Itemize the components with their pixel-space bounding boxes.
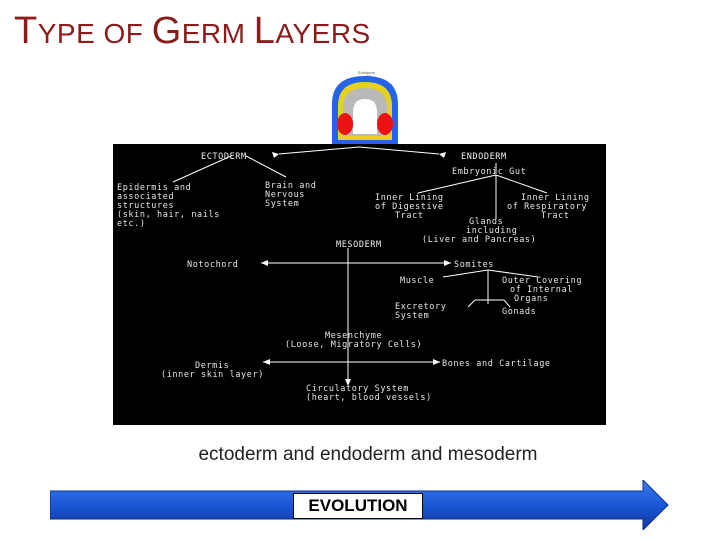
circulatory-line: Circulatory System: [306, 384, 409, 394]
title-part-ype-of: YPE OF: [37, 18, 152, 49]
glands-line: (Liver and Pancreas): [422, 235, 536, 245]
glands-line: Glands: [469, 217, 503, 227]
flowchart-svg: ECTODERM ENDODERM Embryonic Gut Epidermi…: [117, 146, 590, 403]
ectoderm-node: ECTODERM: [201, 152, 247, 162]
left-somite-shape: [337, 113, 353, 135]
glands-node: Glands including (Liver and Pancreas): [422, 217, 536, 245]
epidermis-node: Epidermis and associated structures (ski…: [117, 183, 220, 229]
mesenchyme-line: Mesenchyme: [325, 331, 382, 341]
embryo-illustration: Ectoderm Coel.: [332, 70, 398, 144]
embryo-label-top: Ectoderm: [358, 70, 376, 75]
inner-respiratory-line: Tract: [541, 211, 570, 221]
connector-lines: [172, 146, 548, 384]
endoderm-node: ENDODERM: [461, 152, 507, 162]
caption-text: ectoderm and endoderm and mesoderm: [198, 444, 538, 465]
germ-layer-diagram: ECTODERM ENDODERM Embryonic Gut Epidermi…: [113, 144, 606, 425]
page-title: TYPE OF GERM LAYERS: [14, 10, 371, 53]
glands-line: including: [466, 226, 517, 236]
brain-line: System: [265, 199, 299, 209]
mesoderm-node: MESODERM: [336, 240, 382, 250]
epidermis-line: Epidermis and: [117, 183, 191, 193]
circulatory-line: (heart, blood vessels): [306, 393, 432, 403]
inner-digestive-line: Tract: [395, 211, 424, 221]
dermis-node: Dermis (inner skin layer): [161, 361, 264, 380]
outer-covering-line: of Internal: [510, 285, 573, 295]
circulatory-node: Circulatory System (heart, blood vessels…: [306, 384, 432, 403]
excretory-line: Excretory: [395, 302, 446, 312]
epidermis-line: (skin, hair, nails: [117, 210, 220, 220]
embryonic-gut-node: Embryonic Gut: [452, 167, 526, 177]
epidermis-line: etc.): [117, 219, 146, 229]
inner-digestive-line: Inner Lining: [375, 193, 444, 203]
title-initial-g: G: [151, 10, 182, 52]
notochord-node: Notochord: [187, 260, 238, 270]
mesenchyme-node: Mesenchyme (Loose, Migratory Cells): [285, 331, 422, 350]
inner-respiratory-line: of Respiratory: [507, 202, 587, 212]
brain-line: Nervous: [265, 190, 305, 200]
brain-node: Brain and Nervous System: [265, 181, 316, 209]
gonads-node: Gonads: [502, 307, 536, 317]
somites-node: Somites: [454, 260, 494, 270]
outer-covering-node: Outer Covering of Internal Organs: [502, 276, 582, 304]
title-initial-t: T: [14, 10, 38, 52]
mesenchyme-line: (Loose, Migratory Cells): [285, 340, 422, 350]
bones-node: Bones and Cartilage: [442, 359, 551, 369]
title-part-erm: ERM: [181, 18, 254, 49]
epidermis-line: structures: [117, 201, 174, 211]
excretory-node: Excretory System: [395, 302, 446, 321]
inner-digestive-line: of Digestive: [375, 202, 444, 212]
inner-respiratory-node: Inner Lining of Respiratory Tract: [507, 193, 590, 221]
right-somite-shape: [377, 113, 393, 135]
inner-digestive-node: Inner Lining of Digestive Tract: [375, 193, 444, 221]
outer-covering-line: Outer Covering: [502, 276, 582, 286]
epidermis-line: associated: [117, 192, 174, 202]
dermis-line: (inner skin layer): [161, 370, 264, 380]
evolution-label: EVOLUTION: [293, 493, 423, 519]
gut-cavity-shape: [353, 99, 377, 134]
inner-respiratory-line: Inner Lining: [521, 193, 590, 203]
title-initial-l: L: [253, 10, 276, 52]
connector-arrowheads: [261, 152, 451, 386]
excretory-line: System: [395, 311, 429, 321]
outer-covering-line: Organs: [514, 294, 548, 304]
brain-line: Brain and: [265, 181, 316, 191]
muscle-node: Muscle: [400, 276, 434, 286]
dermis-line: Dermis: [195, 361, 229, 371]
title-part-ayers: AYERS: [275, 18, 371, 49]
